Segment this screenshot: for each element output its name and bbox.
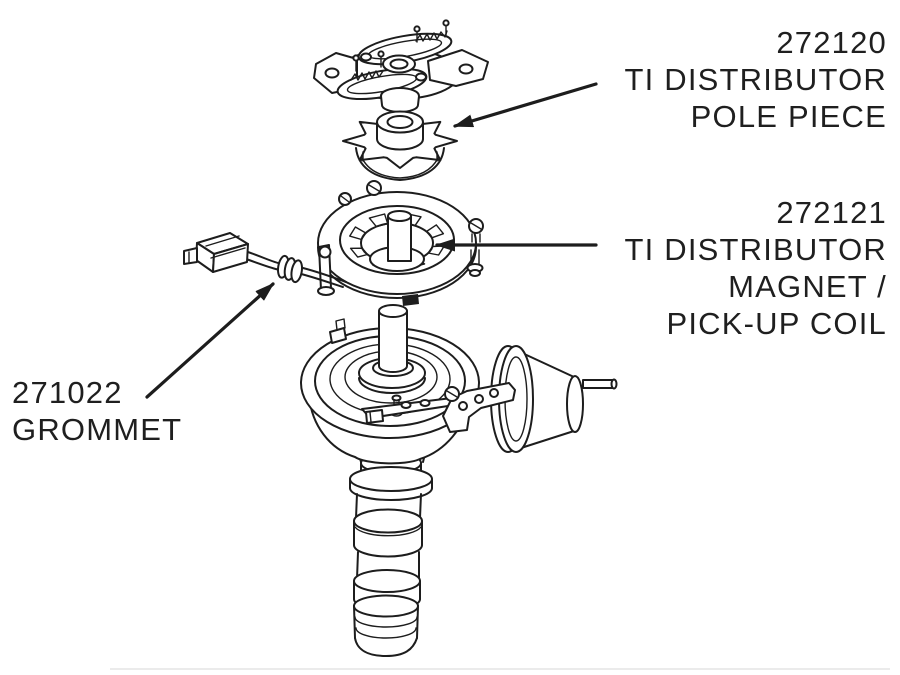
ring-bracket-left: [317, 244, 335, 296]
part-number-magnet-pickup: 272121: [776, 195, 887, 230]
label-pole-piece: 272120 TI DISTRIBUTOR POLE PIECE: [624, 24, 887, 135]
callout-arrows: [145, 82, 598, 399]
part-name-line: GROMMET: [12, 412, 183, 447]
arrow-pole-piece: [453, 82, 598, 128]
distributor-housing: [300, 304, 618, 465]
pole-piece: [342, 110, 458, 181]
part-name-line: PICK-UP COIL: [666, 306, 887, 341]
magnet-pickup-coil: [317, 180, 484, 306]
arrow-grommet: [145, 282, 275, 399]
rim-notch: [329, 318, 347, 344]
grommet: [276, 254, 304, 284]
label-grommet: 271022 GROMMET: [12, 374, 182, 448]
part-number-pole-piece: 272120: [776, 25, 887, 60]
advance-plate-assembly: [313, 19, 489, 113]
part-number-grommet: 271022: [12, 375, 123, 410]
label-magnet-pickup: 272121 TI DISTRIBUTOR MAGNET / PICK-UP C…: [624, 194, 887, 342]
wire: [242, 257, 281, 271]
part-name-line: TI DISTRIBUTOR: [624, 62, 887, 97]
ring-clip-right: [466, 218, 484, 277]
wire: [244, 250, 283, 265]
spring: [415, 30, 448, 42]
ring-screw: [338, 180, 382, 206]
main-shaft: [358, 304, 426, 394]
scan-artifact-line: [110, 668, 890, 670]
part-name-line: POLE PIECE: [690, 99, 887, 134]
connector-plug: [183, 232, 249, 273]
spring: [350, 70, 384, 81]
part-name-line: MAGNET /: [728, 269, 887, 304]
vacuum-mounting-bracket: [442, 382, 516, 433]
pickup-wire-connector: [183, 232, 347, 288]
wire: [298, 266, 347, 283]
shaft-lower-housing: [349, 449, 433, 657]
part-name-line: TI DISTRIBUTOR: [624, 232, 887, 267]
